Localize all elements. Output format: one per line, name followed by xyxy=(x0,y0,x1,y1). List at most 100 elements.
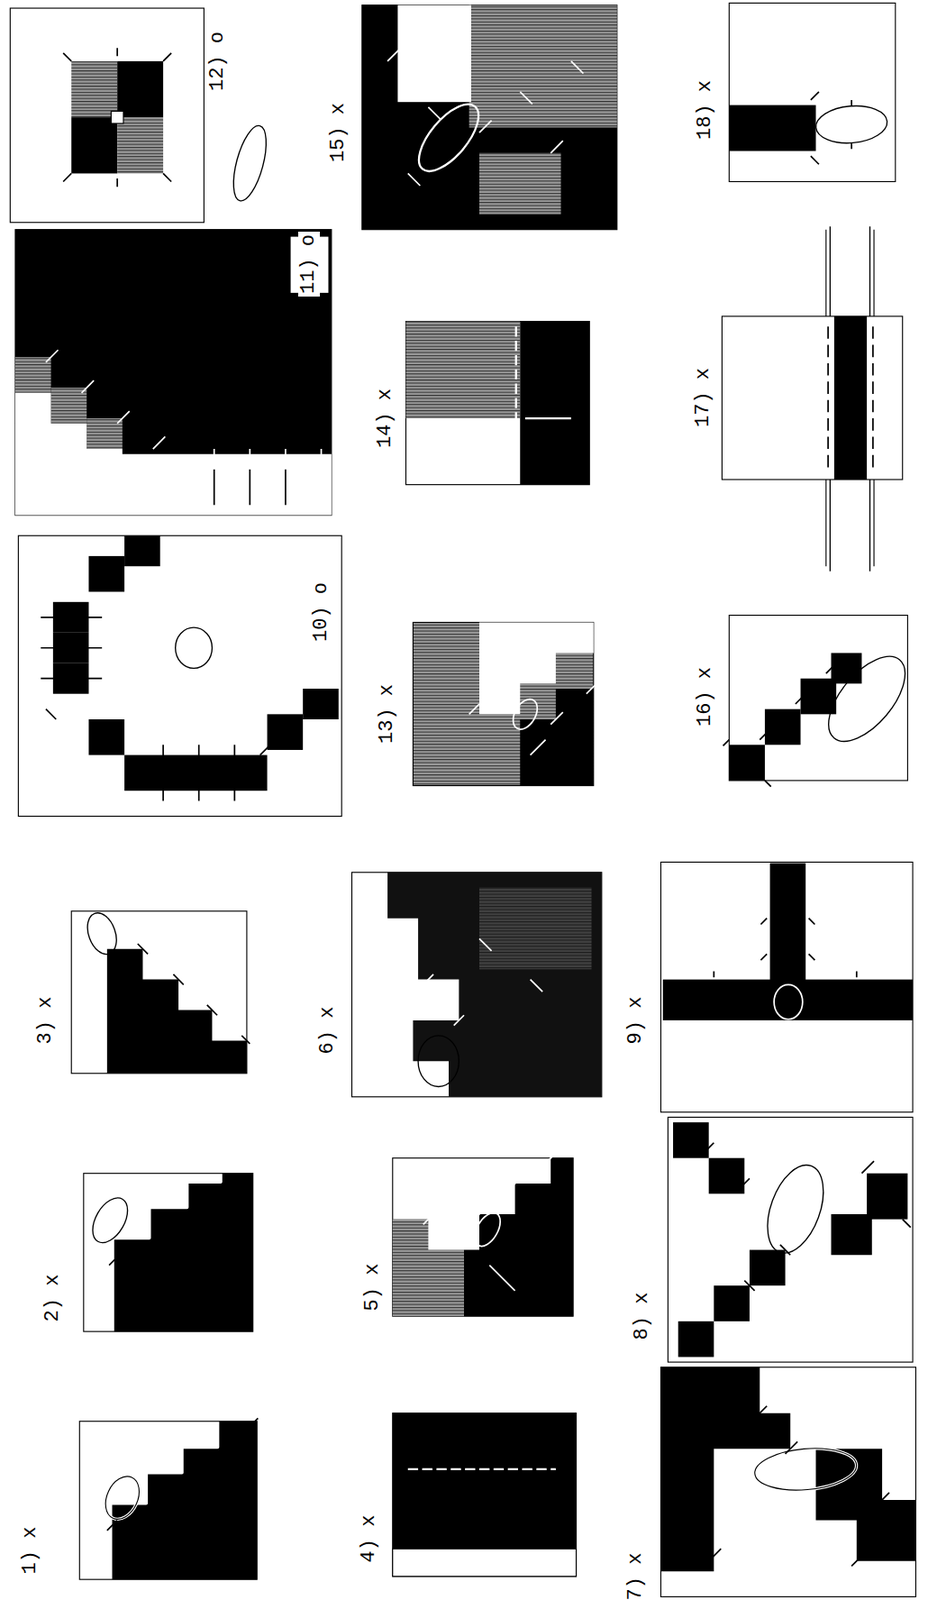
panel-label: 6) x xyxy=(317,1003,339,1057)
fit-ellipse xyxy=(756,1156,835,1260)
fit-ellipse xyxy=(753,1443,859,1493)
edge-ticks xyxy=(525,417,572,419)
fit-ellipse xyxy=(227,122,273,205)
binary-region xyxy=(834,316,867,480)
binary-region xyxy=(728,744,765,781)
panel-label: 17) x xyxy=(692,364,715,430)
panel-frame xyxy=(83,1173,254,1331)
edge-ticks xyxy=(810,91,852,164)
panel-11 xyxy=(15,229,332,516)
panel-label: 13) x xyxy=(376,681,399,747)
binary-region xyxy=(392,1547,577,1576)
binary-region xyxy=(302,688,339,719)
binary-region xyxy=(267,713,304,750)
binary-region xyxy=(112,1420,258,1579)
panel-14 xyxy=(405,321,590,485)
panel-frame xyxy=(660,1366,916,1597)
edge-ticks xyxy=(107,1417,259,1530)
binary-region xyxy=(464,1157,574,1316)
panel-label: 14) x xyxy=(374,385,397,451)
binary-region xyxy=(124,755,267,792)
panel-label: 2) x xyxy=(42,1270,64,1324)
panel-frame xyxy=(71,910,247,1074)
edge-ticks xyxy=(137,943,251,1044)
panel-frame xyxy=(405,321,590,485)
panel-15 xyxy=(362,5,618,230)
fit-ellipse xyxy=(175,627,213,668)
edge-ticks xyxy=(387,48,583,186)
binary-region xyxy=(124,535,161,566)
panel-16 xyxy=(723,615,920,787)
panel-frame xyxy=(352,872,602,1097)
edge-ticks xyxy=(827,326,829,469)
panel-label: 11) o xyxy=(298,231,320,297)
panel-label: 8) x xyxy=(631,1289,654,1343)
panel-label: 15) x xyxy=(327,100,350,165)
panel-label: 1) x xyxy=(19,1523,42,1577)
panel-8 xyxy=(667,1116,913,1362)
binary-region xyxy=(519,688,593,786)
binary-region xyxy=(660,1366,791,1571)
panel-frame xyxy=(18,535,342,816)
binary-region xyxy=(107,948,247,1074)
fit-ellipse xyxy=(814,643,919,755)
grey-region xyxy=(479,887,592,970)
panel-9 xyxy=(660,861,913,1111)
panel-label: 4) x xyxy=(358,1510,381,1565)
panel-label: 7) x xyxy=(625,1548,647,1600)
panel-frame xyxy=(392,1412,577,1576)
panel-label: 3) x xyxy=(35,992,57,1047)
center-mark xyxy=(110,110,124,124)
edge-ticks xyxy=(423,937,543,1025)
edge-ticks xyxy=(723,663,838,787)
panel-6 xyxy=(352,872,602,1097)
fit-ellipse xyxy=(85,1191,136,1248)
panel-label: 18) x xyxy=(694,77,717,143)
panel-frame xyxy=(728,2,895,182)
fit-ellipse xyxy=(753,1443,859,1493)
binary-region xyxy=(519,321,590,485)
panel-frame xyxy=(79,1420,257,1579)
fit-ellipse xyxy=(418,1035,459,1087)
panel-2 xyxy=(83,1173,254,1331)
grey-region xyxy=(469,5,618,128)
panel-frame xyxy=(667,1116,913,1362)
binary-region xyxy=(816,1447,917,1561)
panel-frame xyxy=(392,1157,574,1316)
edge-ticks xyxy=(423,1152,556,1291)
panel-10 xyxy=(18,535,342,816)
binary-region xyxy=(764,709,801,746)
panel-frame xyxy=(721,316,902,480)
edge-ticks xyxy=(872,326,874,469)
edge-ticks xyxy=(408,1467,556,1470)
grey-region xyxy=(392,1219,464,1317)
binary-region xyxy=(387,872,602,1097)
binary-region xyxy=(397,5,471,103)
fit-ellipse xyxy=(773,983,803,1019)
grey-region xyxy=(479,153,562,215)
edge-ticks xyxy=(63,47,172,187)
binary-region xyxy=(866,1173,908,1220)
panel-frame xyxy=(362,5,618,230)
panel-frame xyxy=(728,615,908,781)
edge-ticks xyxy=(709,1405,890,1566)
edge-ticks xyxy=(109,1177,228,1265)
panel-5 xyxy=(392,1152,574,1316)
grey-region xyxy=(51,387,88,424)
panel-12 xyxy=(9,8,273,223)
binary-region xyxy=(88,555,125,592)
fit-ellipse xyxy=(469,1208,506,1251)
binary-region xyxy=(713,1284,750,1321)
edge-ticks xyxy=(214,469,286,506)
binary-region xyxy=(678,1320,715,1357)
panel-label: 12) o xyxy=(207,28,229,94)
binary-region xyxy=(830,652,862,683)
panel-label: 10) o xyxy=(310,579,333,645)
binary-region xyxy=(728,105,816,152)
panel-7 xyxy=(660,1366,916,1597)
binary-region xyxy=(770,863,807,982)
panel-3 xyxy=(71,908,250,1073)
